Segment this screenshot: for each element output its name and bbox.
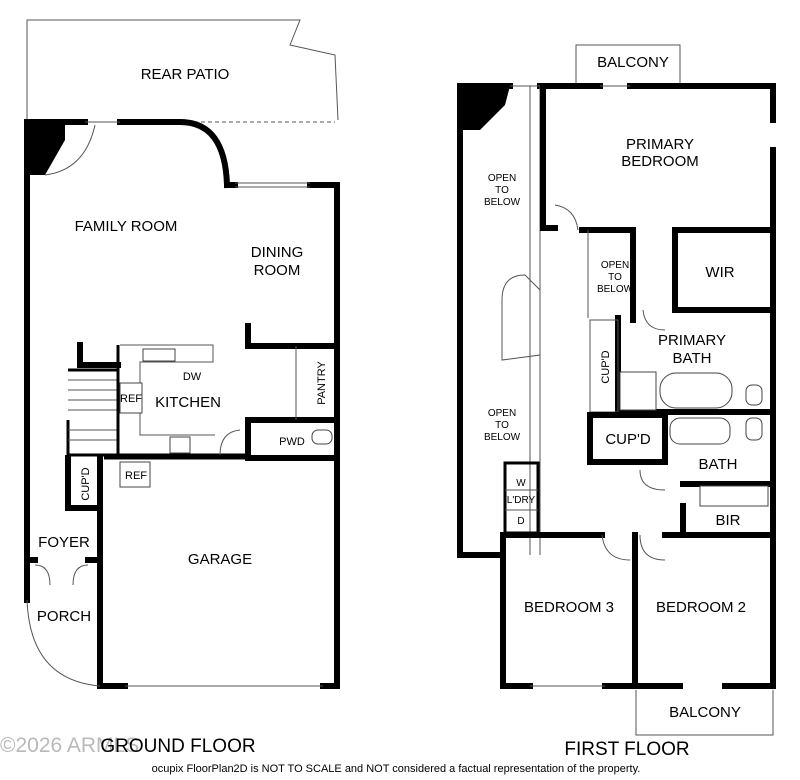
rear-patio-label: REAR PATIO [141,66,230,83]
open-to-below-upper-line1: OPEN [488,173,516,184]
open-to-below-center-line3: BELOW [597,284,634,295]
dining-room-label-line1: DINING [251,244,304,261]
kitchen-sink-icon [142,348,176,362]
garage-label: GARAGE [188,551,252,568]
open-to-below-lower-line2: TO [495,420,509,431]
pwd-label: PWD [279,436,305,448]
tub-icon [659,372,733,409]
open-to-below-lower-line3: BELOW [484,432,521,443]
hall-cupd-label: CUP'D [605,431,651,448]
fireplace-upper-icon [460,86,510,130]
double-vanity-icon [699,485,769,507]
bath-tub-icon [669,417,731,445]
garage-ref-label: REF [125,470,147,482]
bedroom-2-label: BEDROOM 2 [656,599,746,616]
open-to-below-upper-line3: BELOW [484,197,521,208]
kitchen-label: KITCHEN [155,394,221,411]
first-floor-title: FIRST FLOOR [564,739,689,760]
watermark: ©2026 ARMLS [0,734,139,757]
washer-label: W [516,478,526,489]
balcony-bottom-label: BALCONY [669,704,741,721]
first-cupd-vertical-label: CUP'D [600,350,612,383]
primary-bath-label-line1: PRIMARY [658,332,726,349]
balcony-top-label: BALCONY [597,54,669,71]
toilet-icon [311,429,333,445]
pantry-label: PANTRY [316,361,328,405]
laundry-label: L'DRY [507,495,536,506]
fridge-icon [119,382,143,414]
open-to-below-center-line2: TO [608,272,622,283]
shower-icon [619,371,657,411]
porch-label: PORCH [37,608,91,625]
open-to-below-upper-line2: TO [495,185,509,196]
stove-icon [169,436,191,454]
primary-bedroom-label-line2: BEDROOM [621,153,699,170]
fireplace-icon [27,122,65,175]
bath-label: BATH [699,456,738,473]
dishwasher-label: DW [183,371,202,383]
open-to-below-lower-line1: OPEN [488,408,516,419]
bath-toilet-icon [745,417,763,441]
ground-cupd-label: CUP'D [80,467,92,500]
primary-bedroom-label-line1: PRIMARY [626,136,694,153]
primary-bath-label-line2: BATH [673,350,712,367]
ground-floor-labels: REAR PATIO FAMILY ROOM DINING ROOM KITCH… [37,66,328,625]
family-room-label: FAMILY ROOM [75,218,178,235]
disclaimer: ocupix FloorPlan2D is NOT TO SCALE and N… [152,763,641,775]
kitchen-ref-label: REF [120,393,142,405]
fridge-garage-icon [119,461,151,488]
dryer-label: D [517,516,524,527]
open-to-below-center-line1: OPEN [601,260,629,271]
bir-label: BIR [715,512,740,529]
wir-label: WIR [705,264,734,281]
primary-toilet-icon [745,384,763,406]
ground-floor-title: GROUND FLOOR [100,736,255,757]
bedroom-3-label: BEDROOM 3 [524,599,614,616]
first-floor-plan [457,44,776,736]
dining-room-label-line2: ROOM [254,262,301,279]
foyer-label: FOYER [38,534,90,551]
first-floor-labels: BALCONY PRIMARY BEDROOM OPEN TO BELOW OP… [484,54,746,721]
ground-floor-plan [24,19,340,689]
